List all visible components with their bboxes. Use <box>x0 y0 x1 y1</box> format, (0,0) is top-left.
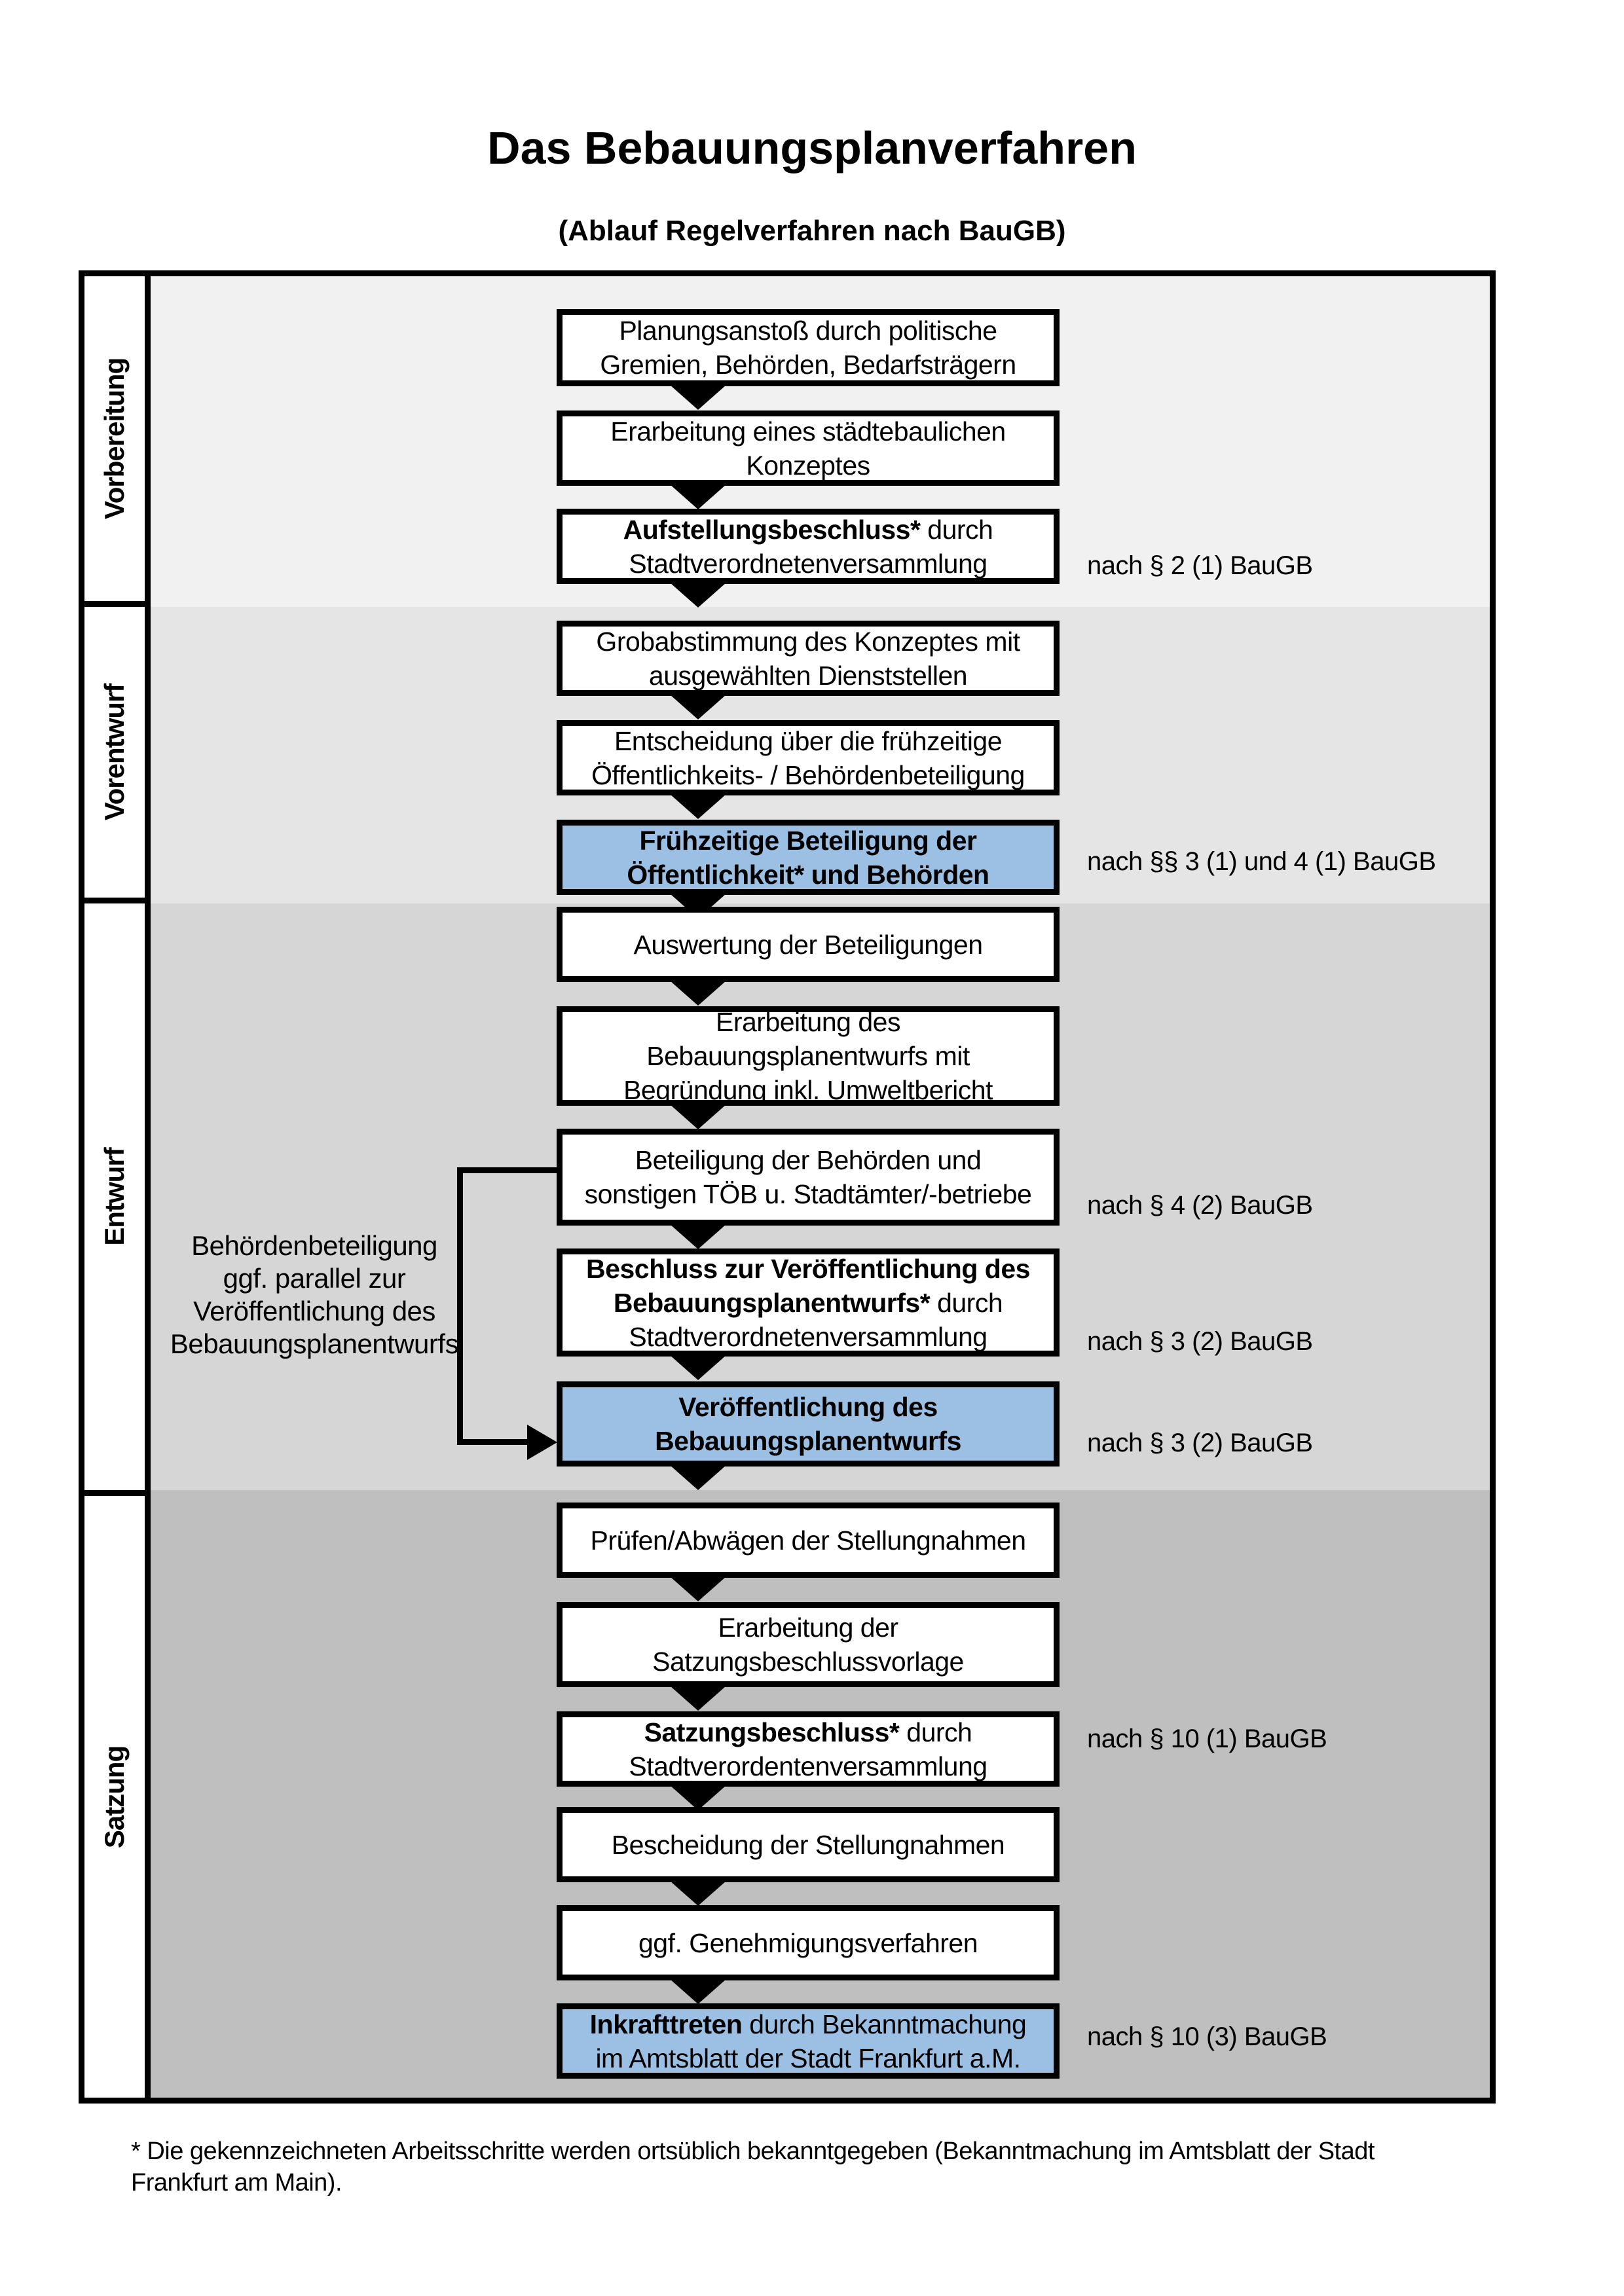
arrow-down-icon <box>670 794 726 819</box>
flow-box-auswertung: Auswertung der Beteiligungen <box>557 907 1060 982</box>
diagram-frame <box>79 270 1496 2104</box>
flow-box-planungsanstoss: Planungsanstoß durch politische Gremien,… <box>557 309 1060 386</box>
arrow-down-icon <box>670 1785 726 1810</box>
legal-reference-note: nach § 3 (2) BauGB <box>1087 1327 1313 1356</box>
flow-box-behoerdenbeteiligung: Beteiligung der Behörden und sonstigen T… <box>557 1129 1060 1226</box>
legal-reference-note: nach § 10 (3) BauGB <box>1087 2022 1327 2051</box>
arrow-down-icon <box>670 1355 726 1380</box>
arrow-down-icon <box>670 981 726 1006</box>
flow-box-satzungsvorlage: Erarbeitung der Satzungsbeschlussvorlage <box>557 1602 1060 1687</box>
arrow-down-icon <box>670 695 726 720</box>
legal-reference-note: nach § 10 (1) BauGB <box>1087 1724 1327 1753</box>
flow-box-veroeffentlichung: Veröffentlichung des Bebauungsplanentwur… <box>557 1381 1060 1467</box>
bracket-vertical-line <box>457 1167 463 1445</box>
footnote: * Die gekennzeichneten Arbeitsschritte w… <box>131 2138 1375 2196</box>
bracket-top-line <box>457 1167 559 1173</box>
flow-box-bescheidung: Bescheidung der Stellungnahmen <box>557 1807 1060 1882</box>
flow-box-entscheidung: Entscheidung über die frühzeitige Öffent… <box>557 720 1060 795</box>
page-subtitle: (Ablauf Regelverfahren nach BauGB) <box>558 215 1066 247</box>
arrow-down-icon <box>670 1979 726 2004</box>
arrow-down-icon <box>670 1686 726 1711</box>
legal-reference-note: nach § 4 (2) BauGB <box>1087 1191 1313 1220</box>
flow-box-genehmigungsverfahren: ggf. Genehmigungsverfahren <box>557 1905 1060 1980</box>
arrow-down-icon <box>670 1576 726 1601</box>
arrow-down-icon <box>670 1104 726 1129</box>
legal-reference-note: nach §§ 3 (1) und 4 (1) BauGB <box>1087 847 1436 876</box>
arrow-down-icon <box>670 1465 726 1490</box>
arrow-down-icon <box>670 583 726 608</box>
flow-box-grobabstimmung: Grobabstimmung des Konzeptes mit ausgewä… <box>557 621 1060 696</box>
page-title: Das Bebauungsplanverfahren <box>487 122 1137 173</box>
arrow-down-icon <box>670 1881 726 1906</box>
flow-box-erarbeitung-entwurf: Erarbeitung des Bebauungsplanentwurfs mi… <box>557 1006 1060 1106</box>
flow-box-konzept: Erarbeitung eines städtebaulichen Konzep… <box>557 410 1060 486</box>
flow-box-inkrafttreten: Inkrafttreten durch Bekanntmachung im Am… <box>557 2003 1060 2079</box>
arrow-down-icon <box>670 385 726 410</box>
phase-band-satzung <box>84 1490 1490 2098</box>
flow-box-fruehzeitige-beteiligung: Frühzeitige Beteiligung der Öffentlichke… <box>557 820 1060 895</box>
flow-box-veroeffentlichungsbeschluss: Beschluss zur Veröffentlichung des Bebau… <box>557 1248 1060 1357</box>
arrow-right-icon <box>527 1425 557 1460</box>
arrow-down-icon <box>670 484 726 509</box>
bracket-bottom-line <box>457 1439 530 1445</box>
flow-box-satzungsbeschluss: Satzungsbeschluss* durch Stadtverordente… <box>557 1711 1060 1787</box>
flow-box-pruefen-abwaegen: Prüfen/Abwägen der Stellungnahmen <box>557 1503 1060 1578</box>
arrow-down-icon <box>670 1224 726 1249</box>
legal-reference-note: nach § 2 (1) BauGB <box>1087 551 1313 580</box>
parallel-participation-annotation: Behördenbeteiligung ggf. parallel zur Ve… <box>170 1230 459 1359</box>
legal-reference-note: nach § 3 (2) BauGB <box>1087 1429 1313 1457</box>
flow-box-aufstellungsbeschluss: Aufstellungsbeschluss* durch Stadtverord… <box>557 509 1060 584</box>
